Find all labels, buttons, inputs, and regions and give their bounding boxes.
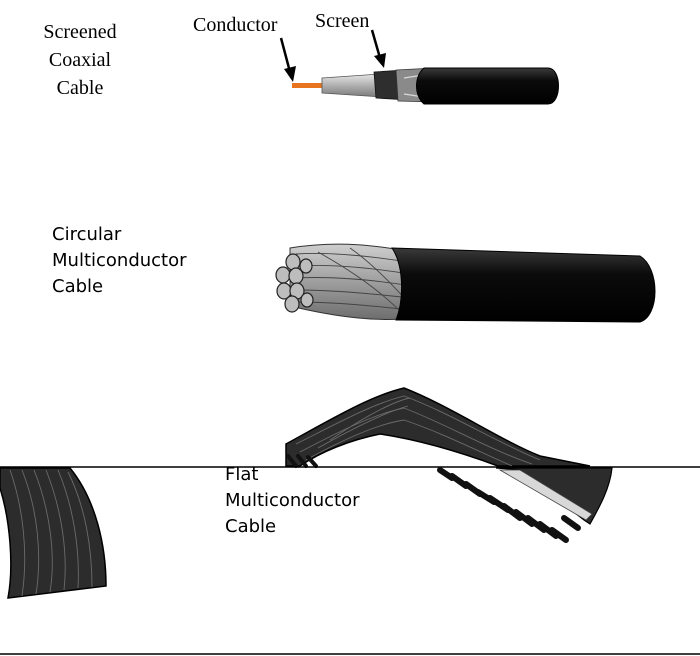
coax-title-line-1: Screened [43, 21, 117, 43]
coax-conductor [292, 83, 324, 88]
flat-title-line-1: Flat [225, 464, 259, 485]
conductor-label: Conductor [193, 14, 278, 36]
flat-ribbon-left [0, 467, 107, 599]
circular-title: Circular Multiconductor Cable [52, 222, 187, 300]
coax-title-line-3: Cable [56, 77, 104, 99]
circular-title-line-1: Circular [52, 224, 122, 245]
coax-title: Screened Coaxial Cable [28, 18, 132, 102]
flat-wire-ends-lower [437, 467, 581, 543]
coaxial-cable-graphic [279, 29, 559, 105]
coax-title-line-2: Coaxial [48, 49, 112, 71]
flat-title-line-3: Cable [225, 516, 277, 537]
coax-outer-jacket [416, 67, 559, 105]
flat-cable-graphic [0, 387, 700, 655]
circular-jacket [391, 247, 656, 323]
flat-ribbon-top [285, 387, 591, 467]
flat-wire-ends-upper [286, 454, 318, 468]
circular-title-line-3: Cable [52, 276, 104, 297]
screen-arrow [370, 29, 386, 68]
circular-title-line-2: Multiconductor [52, 250, 187, 271]
coax-dielectric [321, 73, 383, 98]
flat-title: Flat Multiconductor Cable [225, 462, 360, 540]
flat-title-line-2: Multiconductor [225, 490, 360, 511]
conductor-arrow [279, 37, 296, 82]
screen-label: Screen [315, 10, 370, 32]
circular-cable-graphic [275, 243, 656, 323]
circular-strand-ends [275, 253, 314, 313]
